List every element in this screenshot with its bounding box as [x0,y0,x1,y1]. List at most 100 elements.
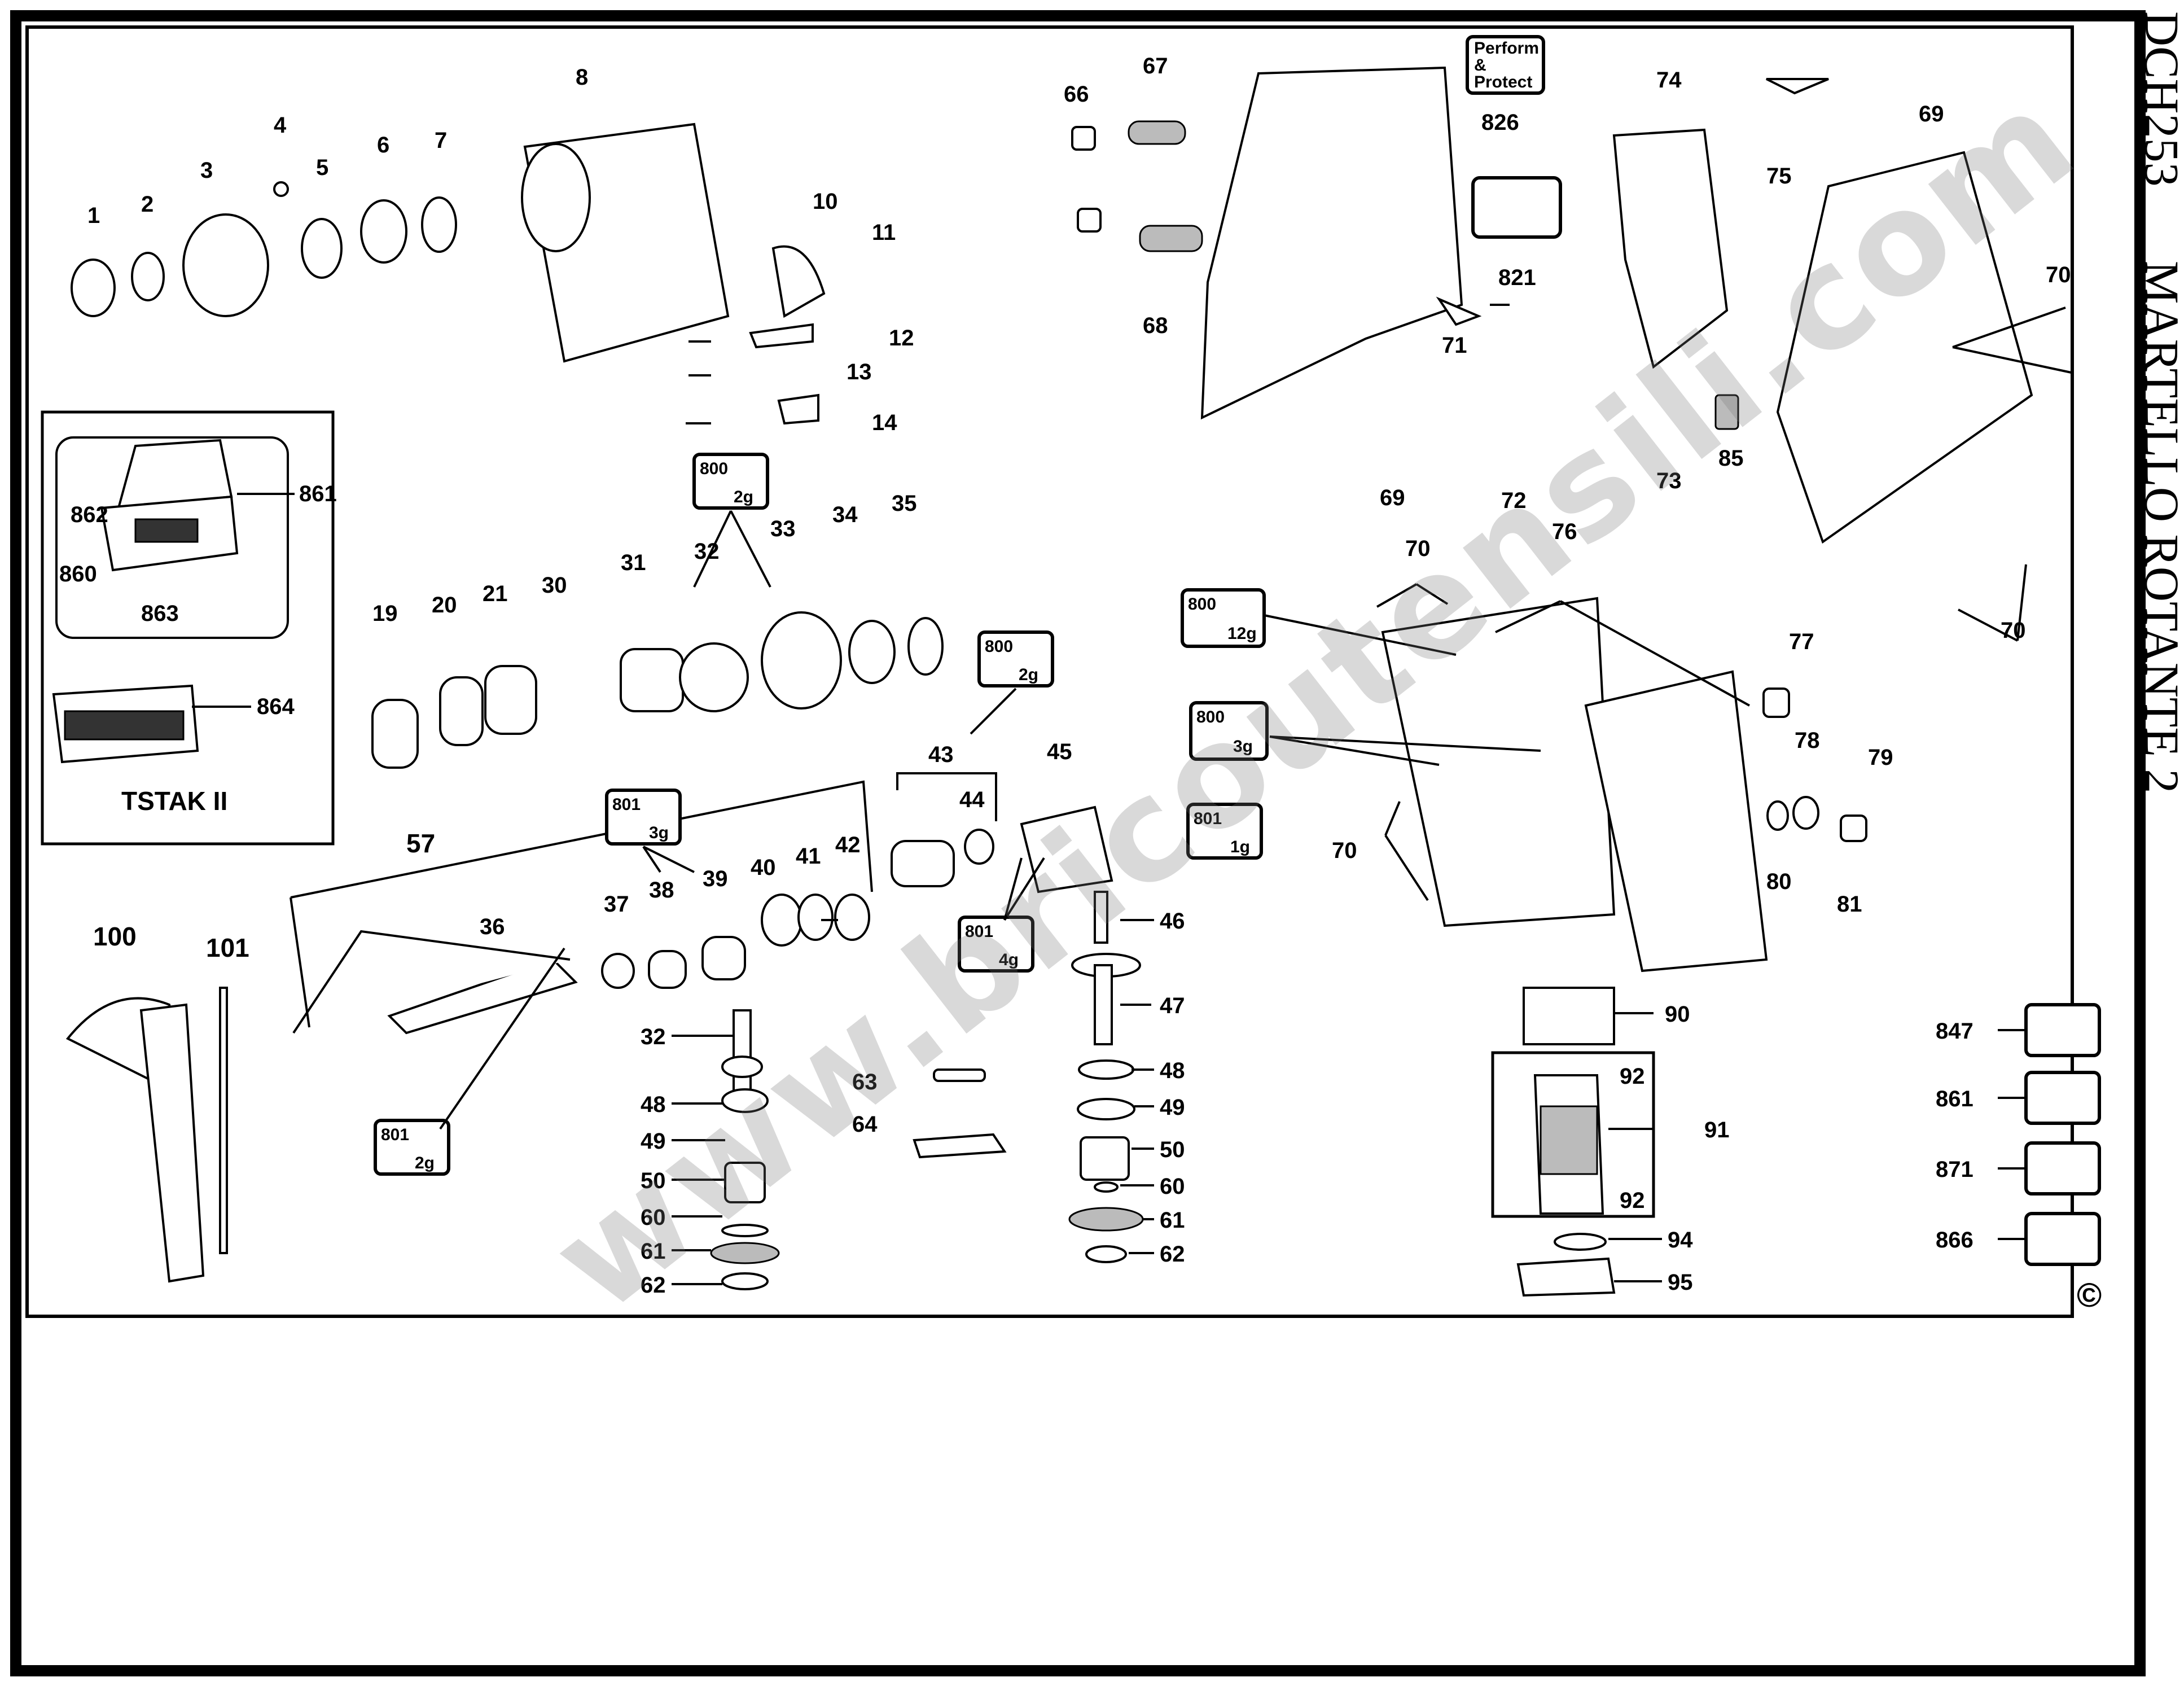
grease-code-7: 800 [1196,708,1225,726]
part-label-62: 821 [1498,265,1536,290]
pp-line-1: & [1474,56,1486,75]
part-label-0: 1 [87,203,100,228]
part-label-47: 62 [641,1273,666,1298]
part-label-75: 92 [1620,1188,1645,1213]
part-label-44: 50 [641,1168,666,1193]
part-label-54: 71 [1442,333,1467,358]
part-label-1: 2 [141,192,154,217]
part-label-39: 61 [1160,1208,1185,1233]
grease-code-4: 801 [965,922,993,941]
part-label-53: 69 [1380,485,1405,510]
part-label-67: 78 [1795,728,1820,753]
part-number-labels: 1 2 3 4 5 6 7 8 10 11 12 13 14 19 20 21 … [87,54,2071,1298]
kit-label-4: 864 [257,694,295,719]
pp-line-2: Protect [1474,73,1532,91]
part-label-68: 79 [1868,745,1893,770]
part-label-28: 41 [796,844,821,869]
part-label-55: 72 [1501,488,1527,513]
model-code: DCH253 [2135,11,2184,187]
kit-frame [41,410,335,846]
bracket-57-left [290,897,310,1028]
grease-amount-6: 12g [1227,624,1257,643]
outer-frame [10,10,2146,1676]
part-label-63: 85 [1718,446,1744,471]
grease-amount-4: 4g [999,951,1019,969]
part-label-32: 45 [1047,739,1072,764]
grease-amount-7: 3g [1233,737,1253,756]
part-label-25: 38 [649,878,674,903]
part-label-80: 847 [1936,1019,1974,1044]
sheet-title: DCH253 MARTELLO ROTANTE 2 [2135,11,2184,869]
part-label-71: 70 [1332,838,1357,863]
grease-amount-1: 2g [1019,665,1038,684]
grease-code-1: 800 [985,637,1013,656]
part-label-61: 70 [2001,618,2026,643]
part-label-22: 57 [406,829,435,858]
part-label-72: 90 [1665,1002,1690,1027]
perform-protect-badge [1466,35,1545,95]
part-label-41: 32 [641,1024,666,1049]
part-label-19: 33 [770,516,796,541]
part-label-11: 13 [847,360,872,384]
part-label-16: 30 [542,573,567,598]
part-label-78: 100 [93,922,137,951]
part-label-10: 12 [889,326,914,351]
part-label-23: 36 [480,914,505,939]
part-label-38: 60 [1160,1174,1185,1199]
part-label-12: 14 [872,410,897,435]
part-label-77: 95 [1668,1270,1693,1295]
part-label-64: 70 [1405,536,1431,561]
diagram-frame [25,25,2074,1318]
part-label-60: 70 [2046,262,2071,287]
part-label-74: 92 [1620,1064,1645,1089]
grease-code-3: 801 [381,1126,409,1144]
case-tray-illustration [52,684,199,764]
tool-name: MARTELLO ROTANTE 2 [2135,261,2184,794]
part-label-37: 50 [1160,1137,1185,1162]
part-label-2: 3 [200,158,213,183]
part-label-3: 4 [274,113,287,138]
part-label-4: 5 [316,155,328,180]
part-label-20: 34 [832,502,858,527]
bracket-91 [1491,1051,1655,1218]
grease-amount-3: 2g [415,1154,435,1172]
part-label-13: 19 [372,601,398,626]
part-label-57: 74 [1656,68,1682,93]
part-label-30: 43 [928,742,954,767]
part-label-7: 8 [576,65,588,90]
part-label-58: 75 [1766,164,1792,189]
part-label-79: 101 [206,933,249,962]
part-label-73: 91 [1704,1118,1730,1142]
part-label-27: 40 [751,855,776,880]
grease-code-5: 801 [1194,809,1222,828]
part-label-48: 63 [852,1070,878,1094]
grease-code-0: 800 [700,459,728,478]
part-label-34: 47 [1160,993,1185,1018]
part-label-15: 21 [483,581,508,606]
part-label-42: 48 [641,1092,666,1117]
part-label-35: 48 [1160,1058,1185,1083]
pp-label: 826 [1481,110,1519,135]
part-label-66: 77 [1789,629,1814,654]
part-label-18: 32 [694,539,720,564]
kit-label-2: 860 [59,562,97,586]
part-label-76: 94 [1668,1228,1693,1253]
leader-lines [439,304,2072,1285]
pp-line-0: Perform [1474,39,1539,58]
grease-code-2: 801 [612,795,641,814]
label-821-blank [1471,176,1562,239]
grease-amount-5: 1g [1230,838,1250,856]
grease-amount-2: 3g [649,824,669,842]
grease-tags: 800 2g 800 2g 801 3g 801 2g 801 4g 801 1… [374,453,1269,1176]
part-label-70: 81 [1837,892,1862,917]
kit-label-1: 862 [71,502,108,527]
part-label-49: 64 [852,1112,878,1137]
part-label-52: 68 [1143,313,1168,338]
kit-name: TSTAK II [121,786,227,816]
part-label-43: 49 [641,1129,666,1154]
open-case-illustration [100,439,239,572]
kit-inner-frame [55,436,289,639]
bracket-57 [290,780,873,899]
